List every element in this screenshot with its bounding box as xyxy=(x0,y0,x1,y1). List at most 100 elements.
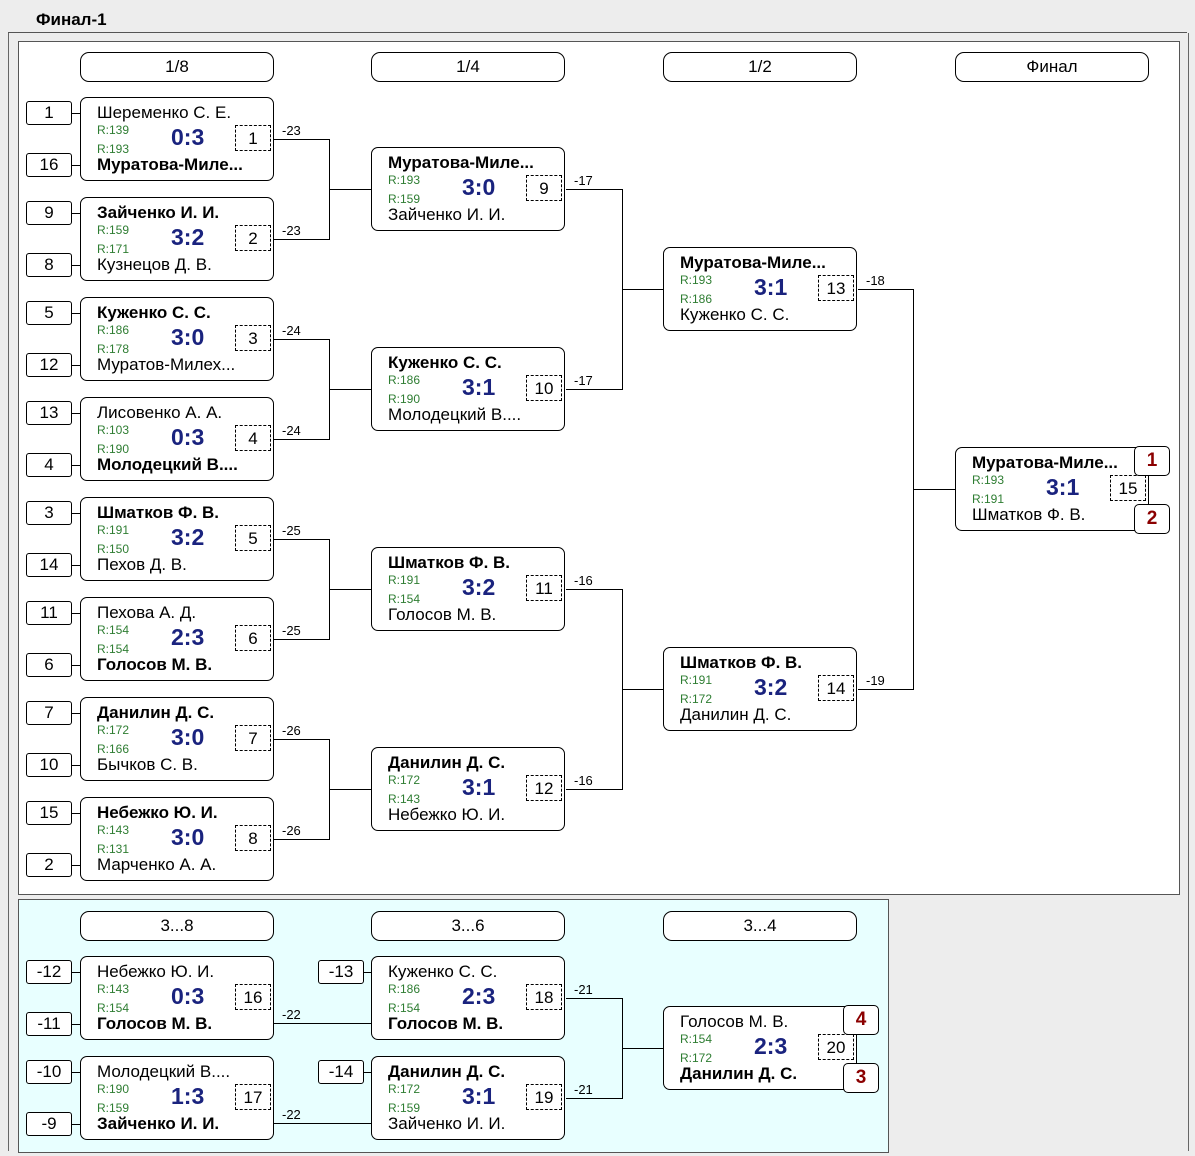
match-number: 7 xyxy=(235,725,271,751)
seed-number: -9 xyxy=(26,1112,72,1136)
loser-label: -22 xyxy=(282,1007,301,1022)
match-score: 1:3 xyxy=(171,1083,205,1109)
player-top-rating: R:191 xyxy=(680,673,713,687)
player-bottom-rating: R:143 xyxy=(388,792,421,806)
player-bottom-rating: R:172 xyxy=(680,692,713,706)
player-top-name: Голосов М. В. xyxy=(680,1012,789,1031)
round-header: 3...8 xyxy=(80,911,274,941)
match-score: 3:2 xyxy=(171,524,205,550)
player-top-rating: R:159 xyxy=(97,223,130,237)
match-number: 15 xyxy=(1110,475,1146,501)
player-bottom-name: Молодецкий В.... xyxy=(388,405,522,424)
connector-line xyxy=(274,1123,371,1124)
player-top-name: Шматков Ф. В. xyxy=(97,503,220,522)
match-number: 1 xyxy=(235,125,271,151)
loser-label: -21 xyxy=(574,982,593,997)
match-score: 3:2 xyxy=(754,674,788,700)
match-score: 3:0 xyxy=(171,324,205,350)
match-number: 8 xyxy=(235,825,271,851)
match-number: 6 xyxy=(235,625,271,651)
connector-line xyxy=(72,565,80,566)
connector-line xyxy=(274,239,329,240)
player-top-rating: R:172 xyxy=(97,723,130,737)
match-number: 20 xyxy=(818,1034,854,1060)
connector-line xyxy=(622,1048,663,1049)
player-bottom-rating: R:159 xyxy=(388,192,421,206)
player-bottom-rating: R:131 xyxy=(97,842,130,856)
player-bottom-rating: R:171 xyxy=(97,242,130,256)
connector-line xyxy=(72,113,80,114)
connector-line xyxy=(72,165,80,166)
connector-line xyxy=(566,589,622,590)
connector-line xyxy=(72,613,80,614)
player-bottom-rating: R:191 xyxy=(972,492,1005,506)
connector-line xyxy=(72,465,80,466)
match-score: 3:1 xyxy=(1046,474,1080,500)
connector-line xyxy=(274,839,329,840)
connector-line xyxy=(72,665,80,666)
seed-number: 1 xyxy=(26,101,72,125)
connector-line xyxy=(566,389,622,390)
player-bottom-name: Шматков Ф. В. xyxy=(972,505,1086,524)
match-score: 2:3 xyxy=(754,1033,788,1059)
seed-number: 5 xyxy=(26,301,72,325)
connector-line xyxy=(72,865,80,866)
loser-label: -23 xyxy=(282,223,301,238)
place-badge-4: 4 xyxy=(843,1005,879,1035)
player-bottom-name: Муратов-Милех... xyxy=(97,355,236,374)
player-top-rating: R:186 xyxy=(388,982,421,996)
match-score: 3:0 xyxy=(171,824,205,850)
player-bottom-name: Данилин Д. С. xyxy=(680,1064,798,1083)
connector-line xyxy=(274,639,329,640)
match-score: 3:1 xyxy=(462,1083,496,1109)
title-bar: Финал-1 xyxy=(0,0,1195,32)
connector-line xyxy=(274,439,329,440)
title-divider xyxy=(8,32,1187,33)
loser-label: -17 xyxy=(574,373,593,388)
player-bottom-rating: R:159 xyxy=(97,1101,130,1115)
connector-line xyxy=(274,539,329,540)
match-score: 0:3 xyxy=(171,424,205,450)
connector-line xyxy=(858,289,913,290)
player-bottom-name: Голосов М. В. xyxy=(388,1014,504,1033)
match-number: 5 xyxy=(235,525,271,551)
player-top-rating: R:191 xyxy=(388,573,421,587)
player-bottom-name: Кузнецов Д. В. xyxy=(97,255,212,274)
seed-number: -11 xyxy=(26,1012,72,1036)
player-bottom-name: Зайченко И. И. xyxy=(388,1114,506,1133)
match-score: 2:3 xyxy=(171,624,205,650)
loser-label: -19 xyxy=(866,673,885,688)
match-score: 3:2 xyxy=(462,574,496,600)
seed-number: 16 xyxy=(26,153,72,177)
player-top-name: Шматков Ф. В. xyxy=(388,553,511,572)
player-top-rating: R:193 xyxy=(388,173,421,187)
player-bottom-name: Зайченко И. И. xyxy=(97,1114,220,1133)
seed-number: -14 xyxy=(318,1060,364,1084)
player-top-name: Муратова-Миле... xyxy=(388,153,534,172)
page-title: Финал-1 xyxy=(36,10,107,29)
player-bottom-rating: R:154 xyxy=(97,1001,130,1015)
player-bottom-name: Муратова-Миле... xyxy=(97,155,243,174)
seed-number: 15 xyxy=(26,801,72,825)
player-top-rating: R:143 xyxy=(97,823,130,837)
